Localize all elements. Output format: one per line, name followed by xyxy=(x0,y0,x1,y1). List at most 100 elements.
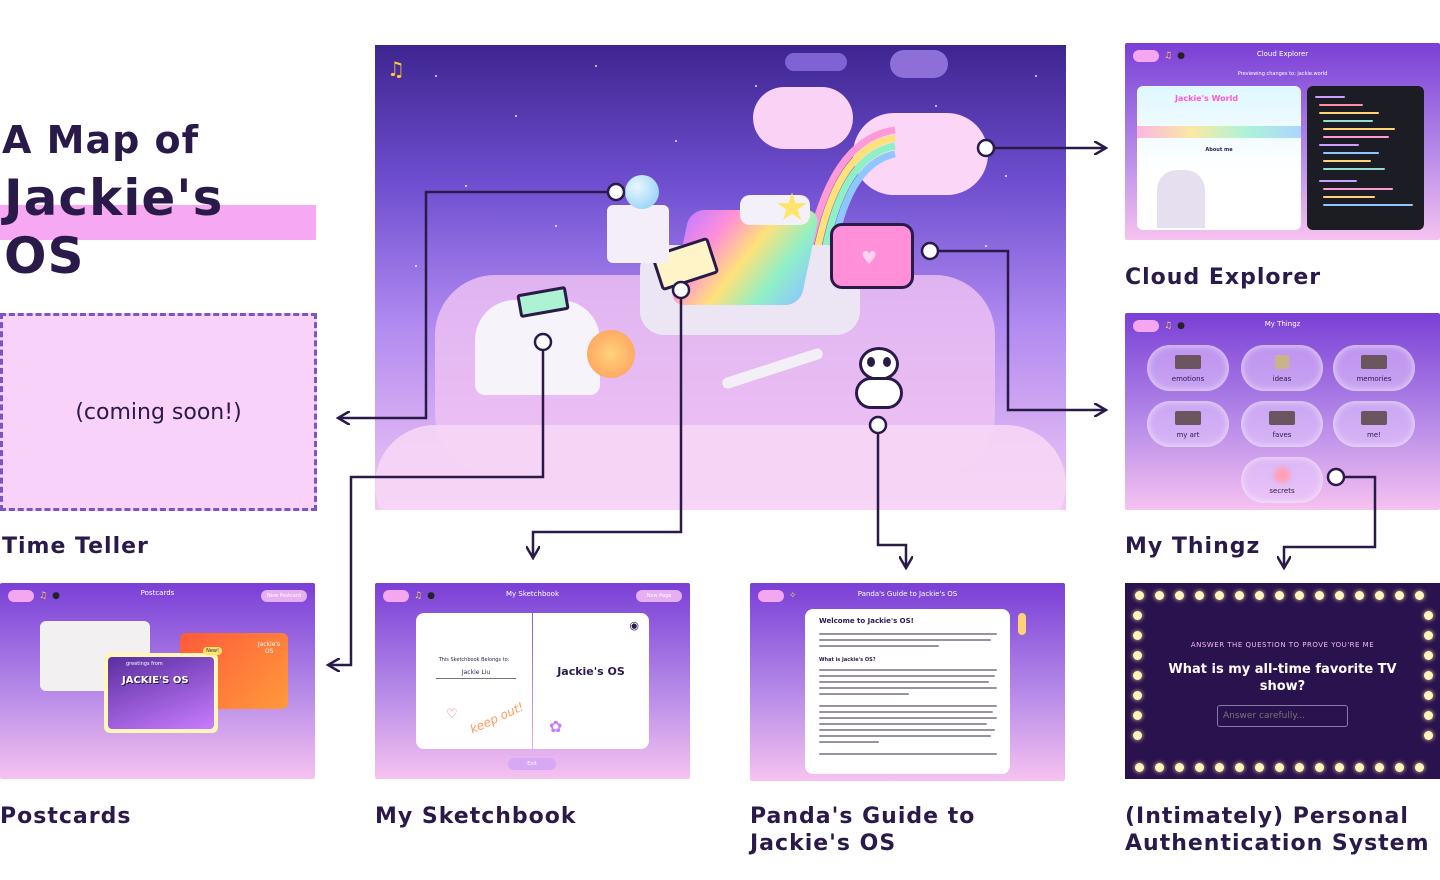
marquee-bulb xyxy=(1424,631,1433,640)
marquee-bulb xyxy=(1315,763,1324,772)
marquee-bulb xyxy=(1135,591,1144,600)
panda-icon[interactable] xyxy=(853,347,907,411)
sketchbook-left-page[interactable]: This Sketchbook Belongs to: Jackie Liu k… xyxy=(416,613,532,749)
postcard-greeting: greetings from xyxy=(126,661,163,667)
crystal-ball-icon[interactable] xyxy=(625,175,659,209)
postcards-window[interactable]: ♫ ● Postcards New Postcard Jackie's OS g… xyxy=(0,583,315,779)
about-heading: About me xyxy=(1205,147,1233,153)
marquee-bulb xyxy=(1424,671,1433,680)
site-preview: Jackie's World About me xyxy=(1137,86,1301,230)
window-title: My Thingz xyxy=(1264,320,1301,328)
marquee-bulb xyxy=(1133,711,1142,720)
cloud-explorer-window[interactable]: ♫ ● Cloud Explorer Previewing changes to… xyxy=(1125,43,1440,240)
map-title-line1: A Map of xyxy=(2,118,200,162)
guide-document[interactable]: Welcome to Jackie's OS! What is Jackie's… xyxy=(805,609,1010,774)
map-title-line2: Jackie's OS xyxy=(4,169,224,285)
owner-name: Jackie Liu xyxy=(436,669,516,679)
marquee-bulb xyxy=(1155,591,1164,600)
treasure-chest[interactable]: ♥ xyxy=(830,223,914,289)
marquee-bulb xyxy=(1395,591,1404,600)
marquee-bulb xyxy=(1235,591,1244,600)
marquee-bulb xyxy=(1135,763,1144,772)
home-cloud-button[interactable] xyxy=(8,590,34,602)
sky-cloud-small-2 xyxy=(890,50,948,78)
cover-title: Jackie's OS xyxy=(557,665,625,678)
nightstand[interactable] xyxy=(607,205,669,263)
new-page-button[interactable]: New Page xyxy=(636,590,682,602)
music-note-icon[interactable]: ♫ xyxy=(39,591,48,601)
home-cloud-button[interactable] xyxy=(758,590,784,602)
sketchbook-right-page[interactable]: Jackie's OS ◉ ✿ xyxy=(533,613,649,749)
marquee-bulb xyxy=(1415,591,1424,600)
window-title: Cloud Explorer xyxy=(1256,50,1309,58)
marquee-bulb xyxy=(1195,763,1204,772)
egg-chair[interactable] xyxy=(587,330,635,378)
sketchbook-window[interactable]: ♫ ● My Sketchbook New Page This Sketchbo… xyxy=(375,583,690,779)
music-note-icon[interactable]: ♫ xyxy=(1164,51,1173,61)
alien-icon[interactable]: ● xyxy=(52,591,60,601)
marquee-bulb xyxy=(1175,763,1184,772)
music-note-icon[interactable]: ♫ xyxy=(387,57,405,81)
preview-subtitle: Previewing changes to: jackie.world xyxy=(1237,71,1328,77)
wand-icon[interactable]: ✧ xyxy=(789,591,797,601)
alien-icon[interactable]: ● xyxy=(1177,51,1185,61)
map-title-block: Jackie's OS xyxy=(0,165,316,285)
window-title: Panda's Guide to Jackie's OS xyxy=(857,590,958,598)
marquee-bulb xyxy=(1424,611,1433,620)
auth-answer-input[interactable] xyxy=(1217,705,1348,727)
thingz-me[interactable]: me! xyxy=(1333,401,1415,447)
postcards-caption: Postcards xyxy=(0,804,132,829)
avatar xyxy=(1157,170,1205,228)
panda-guide-window[interactable]: ✧ Panda's Guide to Jackie's OS Welcome t… xyxy=(750,583,1065,781)
home-cloud-button[interactable] xyxy=(1133,320,1159,332)
postcard-art: greetings from JACKIE'S OS xyxy=(108,657,214,729)
marquee-bulb xyxy=(1133,651,1142,660)
marquee-bulb xyxy=(1215,591,1224,600)
new-postcard-button[interactable]: New Postcard xyxy=(261,590,307,602)
thingz-faves[interactable]: faves xyxy=(1241,401,1323,447)
marquee-bulb xyxy=(1275,591,1284,600)
flower-doodle-icon: ✿ xyxy=(549,717,563,736)
eye-doodle-icon: ◉ xyxy=(629,619,639,632)
marquee-bulb xyxy=(1275,763,1284,772)
auth-window[interactable]: ANSWER THE QUESTION TO PROVE YOU'RE ME W… xyxy=(1125,583,1440,779)
main-scene: ♫ ★ ♥ xyxy=(375,45,1066,510)
thingz-emotions[interactable]: emotions xyxy=(1147,345,1229,391)
marquee-bulb xyxy=(1335,591,1344,600)
auth-prompt: ANSWER THE QUESTION TO PROVE YOU'RE ME xyxy=(1190,641,1375,649)
guide-subheading: What is Jackie's OS? xyxy=(819,657,876,663)
postcard-front[interactable]: greetings from JACKIE'S OS New! xyxy=(104,647,222,733)
exit-button[interactable]: Exit xyxy=(508,758,556,770)
marquee-bulb xyxy=(1195,591,1204,600)
marquee-bulb xyxy=(1133,611,1142,620)
guide-heading: Welcome to Jackie's OS! xyxy=(819,617,914,625)
marquee-bulb xyxy=(1133,731,1142,740)
thingz-ideas[interactable]: ideas xyxy=(1241,345,1323,391)
thingz-secrets[interactable]: secrets xyxy=(1241,457,1323,503)
title-highlight-bar xyxy=(0,205,316,240)
thingz-memories[interactable]: memories xyxy=(1333,345,1415,391)
site-rainbow-bar xyxy=(1137,126,1301,138)
time-teller-placeholder: (coming soon!) xyxy=(0,313,317,511)
home-cloud-button[interactable] xyxy=(1133,50,1159,62)
belongs-to-label: This Sketchbook Belongs to: xyxy=(438,657,510,663)
my-thingz-window[interactable]: ♫ ● My Thingz emotions ideas memories my… xyxy=(1125,313,1440,510)
heart-lock-icon: ♥ xyxy=(861,248,878,269)
marquee-bulb xyxy=(1175,591,1184,600)
postcard-title: JACKIE'S OS xyxy=(122,675,189,686)
marquee-bulb xyxy=(1424,651,1433,660)
guide-scrollbar[interactable] xyxy=(1018,613,1026,635)
alien-icon[interactable]: ● xyxy=(1177,321,1185,331)
pillow xyxy=(740,195,810,225)
cloud-explorer-caption: Cloud Explorer xyxy=(1125,265,1322,290)
sky-cloud-small xyxy=(785,53,847,71)
cloud-base-lower xyxy=(375,425,1066,510)
marquee-bulb xyxy=(1424,731,1433,740)
marquee-bulb xyxy=(1335,763,1344,772)
code-editor[interactable] xyxy=(1307,86,1424,230)
cloud-top-left xyxy=(753,87,853,149)
music-note-icon[interactable]: ♫ xyxy=(1164,321,1173,331)
marquee-bulb xyxy=(1255,591,1264,600)
marquee-bulb xyxy=(1133,671,1142,680)
thingz-my-art[interactable]: my art xyxy=(1147,401,1229,447)
